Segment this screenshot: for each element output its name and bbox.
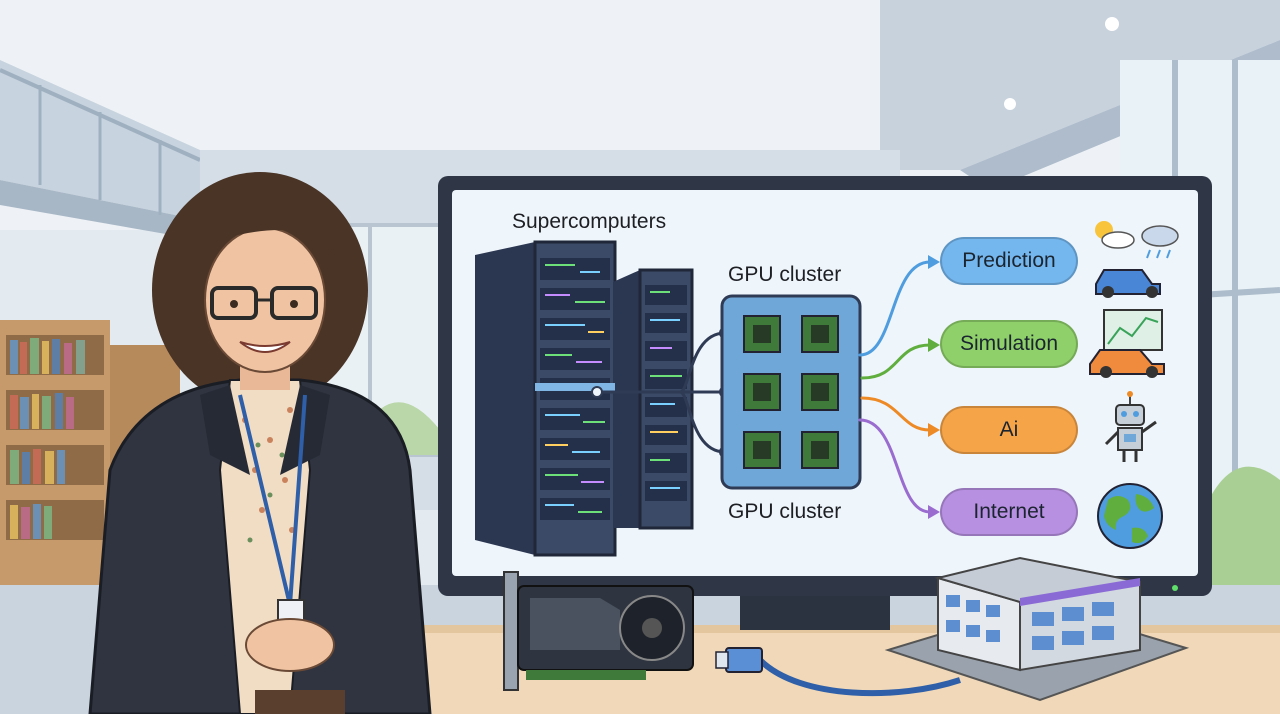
robot-icon (1104, 391, 1157, 462)
car-icon (1095, 269, 1161, 298)
output-ai: Ai (940, 406, 1078, 454)
car-icon-orange (1089, 349, 1165, 378)
gpu-chip-icon (743, 315, 839, 469)
presenter-avatar (88, 172, 432, 714)
screen-title: Supercomputers (512, 210, 667, 233)
weather-icon (1095, 221, 1179, 259)
gpu-cluster-label-bottom: GPU cluster (728, 500, 842, 523)
chart-icon (1103, 309, 1163, 351)
output-prediction: Prediction (940, 237, 1078, 285)
datacenter-building-icon (884, 556, 1190, 702)
gpu-card-icon (503, 571, 694, 691)
gpu-cluster-label-top: GPU cluster (728, 263, 842, 286)
server-rack-icon (475, 240, 694, 557)
output-simulation: Simulation (940, 320, 1078, 368)
ethernet-cable-icon (715, 647, 961, 697)
output-internet: Internet (940, 488, 1078, 536)
globe-icon (1097, 483, 1163, 549)
